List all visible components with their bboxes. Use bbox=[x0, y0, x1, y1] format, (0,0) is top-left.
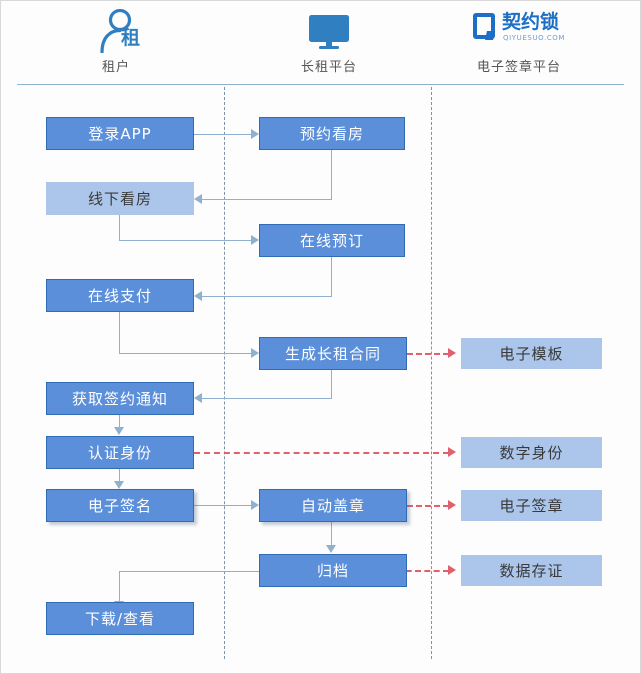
arrowhead-pay-to-contract bbox=[251, 348, 259, 358]
arrowhead-seal-to-eseal bbox=[448, 500, 456, 510]
connector-archive-to-dataproof bbox=[387, 570, 449, 572]
header-divider-line bbox=[17, 84, 624, 85]
logo-mark-icon bbox=[473, 13, 495, 39]
node-verify-id[interactable]: 认证身份 bbox=[46, 436, 194, 469]
arrowhead-contract-to-template bbox=[448, 348, 456, 358]
connector-contract-to-template bbox=[407, 353, 449, 355]
header-label-platform: 长租平台 bbox=[300, 60, 357, 75]
person-icon: 租 bbox=[97, 8, 143, 54]
connector-notice-to-verify bbox=[119, 414, 120, 428]
connector-signature-to-seal bbox=[194, 505, 256, 506]
connector-login-to-book bbox=[194, 134, 256, 135]
connector-seal-to-archive bbox=[331, 521, 332, 546]
logo-brand-cn: 契约锁 bbox=[502, 11, 560, 33]
header-label-esign: 电子签章平台 bbox=[476, 60, 561, 75]
node-login[interactable]: 登录APP bbox=[46, 117, 194, 150]
lane-divider-1 bbox=[224, 87, 225, 659]
arrowhead-notice-to-verify bbox=[114, 427, 124, 435]
node-e-template[interactable]: 电子模板 bbox=[461, 338, 602, 369]
arrowhead-verify-to-signature bbox=[114, 481, 124, 489]
node-gen-contract[interactable]: 生成长租合同 bbox=[259, 337, 407, 370]
node-archive[interactable]: 归档 bbox=[259, 554, 407, 587]
connector-book-to-offline-h bbox=[202, 199, 332, 200]
connector-archive-to-download-h bbox=[119, 571, 259, 572]
connector-contract-to-notice-h bbox=[202, 398, 332, 399]
connector-verify-to-signature bbox=[119, 468, 120, 482]
connector-verify-to-digitalid bbox=[194, 452, 449, 454]
node-e-signature[interactable]: 电子签名 bbox=[46, 489, 194, 522]
connector-seal-to-eseal bbox=[407, 505, 449, 507]
arrowhead-order-to-pay bbox=[194, 291, 202, 301]
arrowhead-offline-to-order bbox=[251, 235, 259, 245]
connector-pay-to-contract-v bbox=[119, 311, 120, 353]
arrowhead-signature-to-seal bbox=[251, 500, 259, 510]
node-online-order[interactable]: 在线预订 bbox=[259, 224, 405, 257]
monitor-icon bbox=[307, 13, 351, 51]
arrowhead-login-to-book bbox=[251, 129, 259, 139]
connector-contract-to-notice-v bbox=[331, 370, 332, 398]
node-data-proof[interactable]: 数据存证 bbox=[461, 555, 602, 586]
arrowhead-book-to-offline bbox=[194, 194, 202, 204]
arrowhead-contract-to-notice bbox=[194, 393, 202, 403]
node-book-viewing[interactable]: 预约看房 bbox=[259, 117, 405, 150]
header-label-tenant: 租户 bbox=[101, 60, 130, 75]
lane-divider-2 bbox=[431, 87, 432, 659]
arrowhead-verify-to-digitalid bbox=[448, 447, 456, 457]
qiyuesuo-logo-icon: 契约锁 QIYUESUO.COM bbox=[473, 11, 573, 51]
arrowhead-archive-to-dataproof bbox=[448, 565, 456, 575]
node-sign-notice[interactable]: 获取签约通知 bbox=[46, 382, 194, 415]
connector-offline-to-order-v bbox=[119, 214, 120, 240]
person-icon-badge: 租 bbox=[121, 27, 141, 49]
arrowhead-seal-to-archive bbox=[326, 545, 336, 553]
connector-book-to-offline-v bbox=[331, 150, 332, 199]
connector-pay-to-contract-h bbox=[119, 353, 256, 354]
node-e-seal[interactable]: 电子签章 bbox=[461, 490, 602, 521]
connector-archive-to-download-v bbox=[119, 571, 120, 602]
node-digital-id[interactable]: 数字身份 bbox=[461, 437, 602, 468]
connector-offline-to-order-h bbox=[119, 240, 256, 241]
node-online-pay[interactable]: 在线支付 bbox=[46, 279, 194, 312]
connector-order-to-pay-v bbox=[331, 257, 332, 296]
node-download[interactable]: 下载/查看 bbox=[46, 602, 194, 635]
node-offline-view[interactable]: 线下看房 bbox=[46, 182, 194, 215]
connector-order-to-pay-h bbox=[202, 296, 332, 297]
node-auto-seal[interactable]: 自动盖章 bbox=[259, 489, 407, 522]
logo-brand-en: QIYUESUO.COM bbox=[503, 34, 566, 42]
